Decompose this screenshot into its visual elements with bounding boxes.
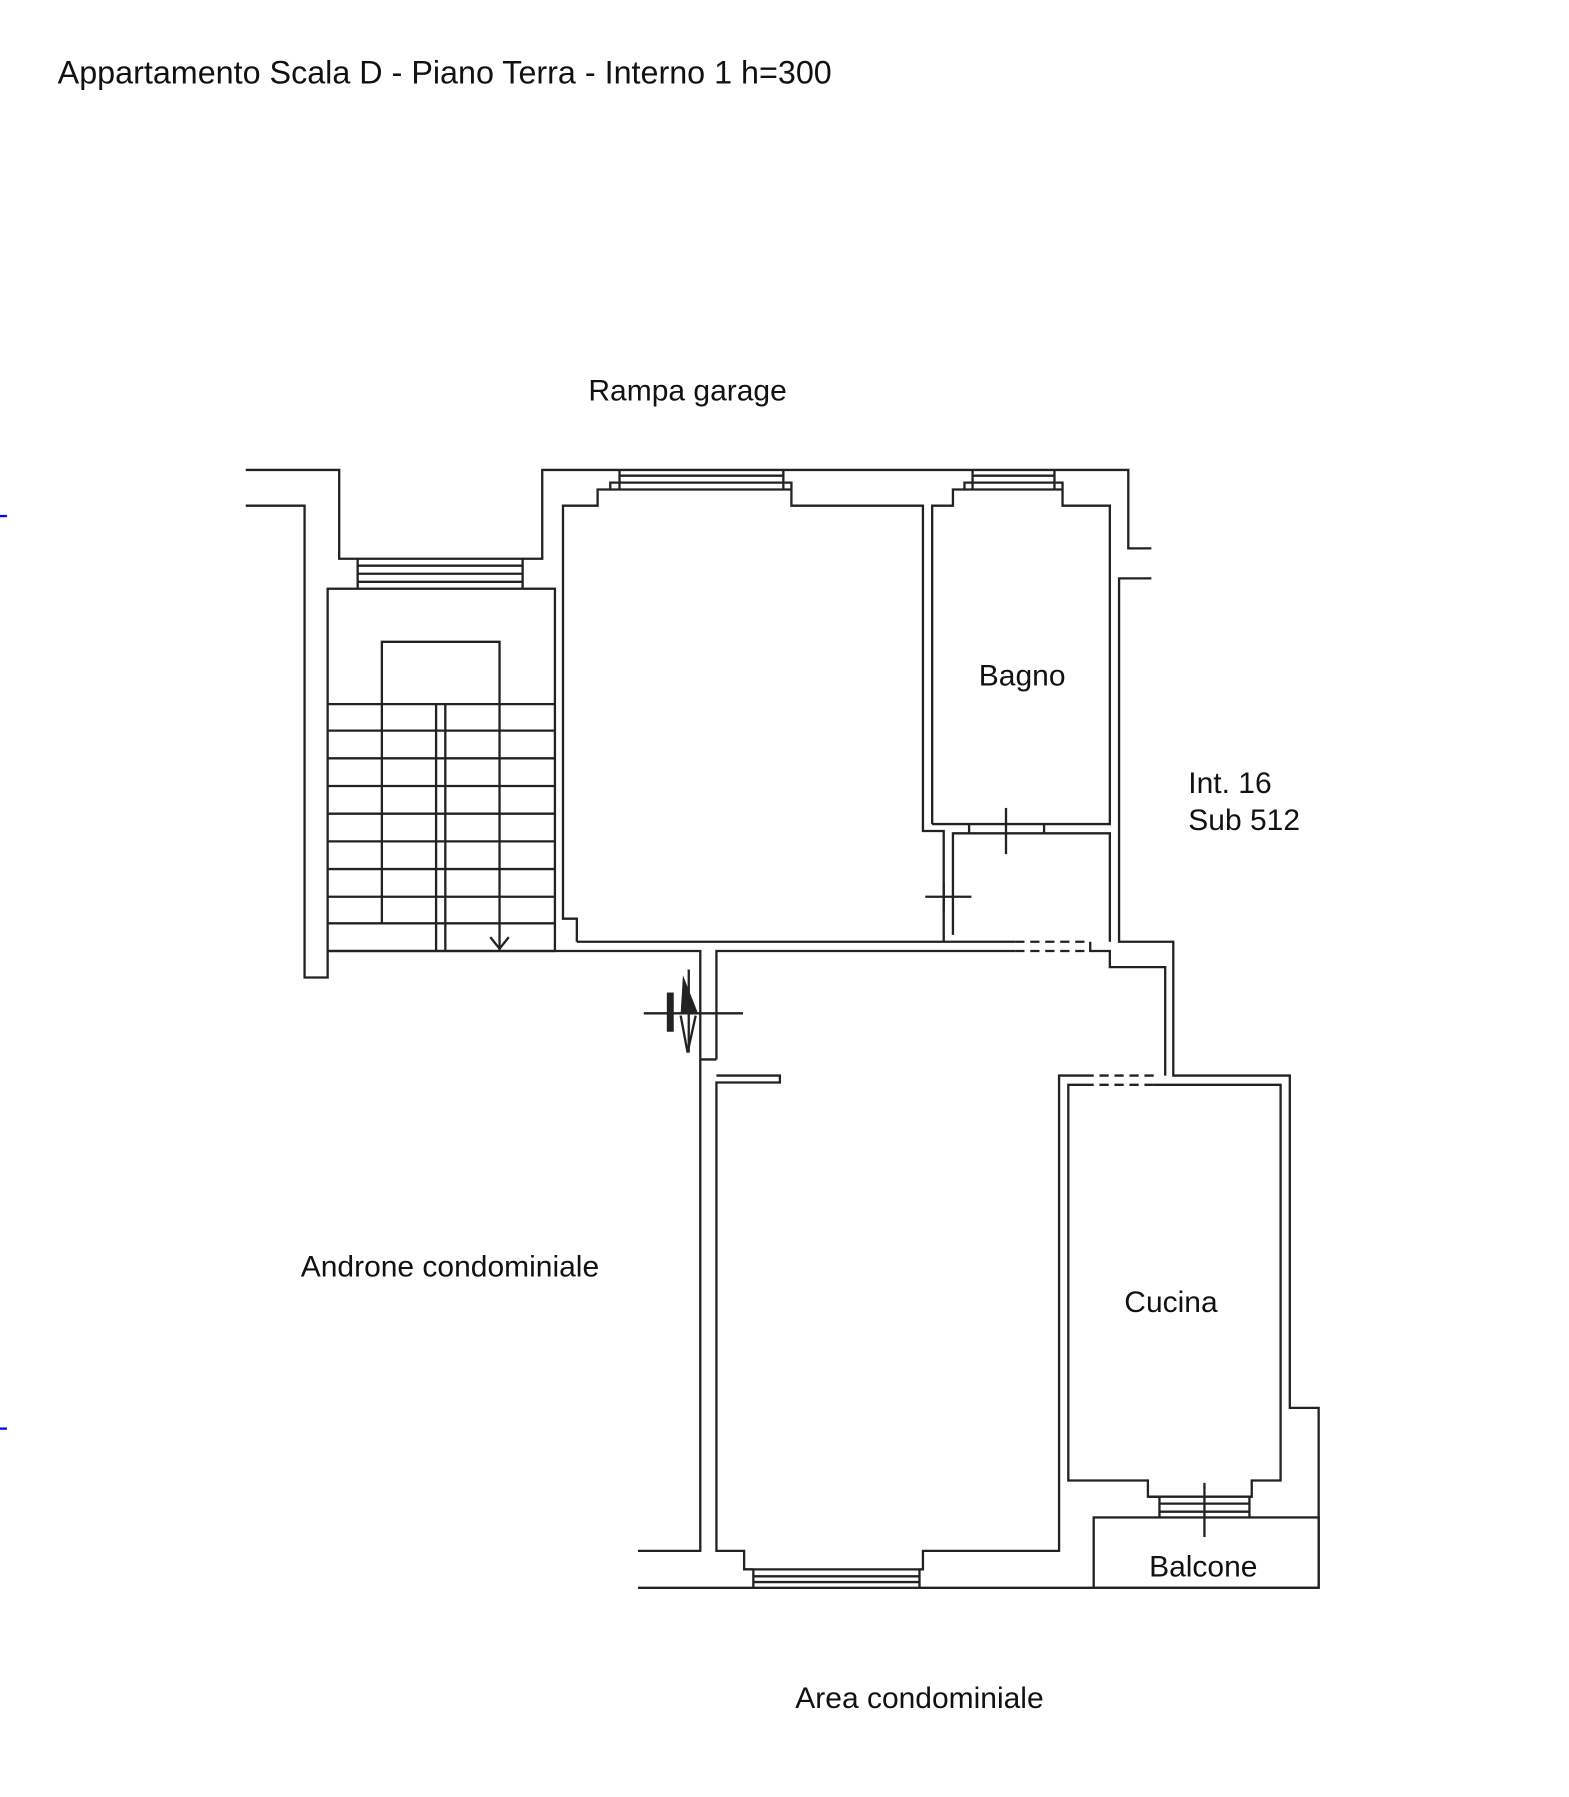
room-cucina [1067,1074,1282,1538]
room-bagno [931,469,1111,855]
door-arrow-icon [680,975,698,1014]
room-main-south [700,949,1085,1588]
plan-title: Appartamento Scala D - Piano Terra - Int… [58,54,832,90]
staircase [326,558,557,953]
label-bagno: Bagno [979,660,1066,693]
balcone [1092,1516,1320,1589]
label-area-condominiale: Area condominiale [795,1682,1043,1715]
label-balcone: Balcone [1149,1550,1257,1583]
label-rampa-garage: Rampa garage [588,375,786,408]
door-leaf [666,992,674,1032]
room-main-north [561,469,945,943]
corridor [925,832,1167,1076]
entrance-door [643,969,743,1053]
label-sub: Sub 512 [1188,804,1300,837]
outer-walls [245,468,1320,1589]
label-int: Int. 16 [1188,767,1271,800]
label-androne: Androne condominiale [301,1250,599,1283]
label-cucina: Cucina [1124,1286,1218,1319]
